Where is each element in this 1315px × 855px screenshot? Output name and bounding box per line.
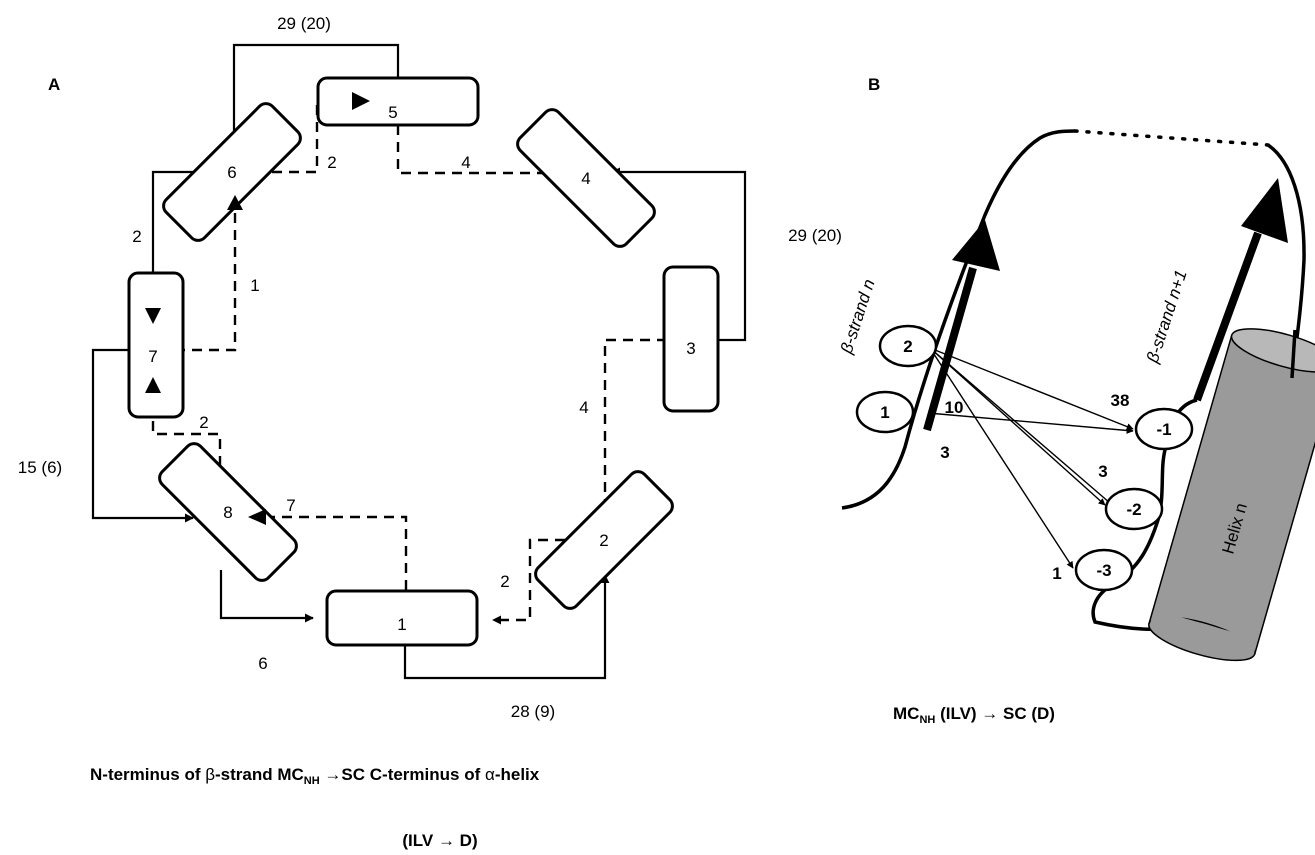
solid-connections	[91, 43, 747, 680]
count-38: 38	[1111, 391, 1130, 410]
interaction-lines	[927, 347, 1134, 569]
strand-n1-shaft	[1193, 231, 1262, 402]
helix-cylinder	[1148, 328, 1315, 662]
panel-a: A	[18, 14, 842, 850]
element-8-label: 8	[223, 503, 232, 522]
svg-text:1: 1	[880, 403, 889, 422]
strand-n-label: β-strand n	[837, 277, 879, 357]
count-7-to-6: 1	[250, 276, 259, 295]
element-2-label: 2	[599, 531, 608, 550]
element-5-label: 5	[388, 103, 397, 122]
connector-8-to-1	[219, 570, 314, 623]
count-6-to-7: 2	[132, 227, 141, 246]
element-3-label: 3	[686, 339, 695, 358]
strand-n1-arrowhead	[1241, 178, 1288, 243]
dashed-1-to-8	[247, 512, 408, 590]
element-7-label: 7	[148, 347, 157, 366]
node-minus1: -1	[1134, 407, 1194, 451]
count-1-to-8: 7	[286, 496, 295, 515]
element-4-label: 4	[581, 169, 590, 188]
svg-text:-2: -2	[1126, 500, 1141, 519]
count-right: 29 (20)	[788, 226, 842, 245]
panel-b-caption: MCNH (ILV) → SC (D)	[893, 704, 1055, 726]
connector-7-to-8	[91, 348, 194, 523]
element-6: 6	[162, 102, 302, 242]
dashed-7-to-6	[175, 199, 240, 352]
count-6-to-5: 2	[327, 153, 336, 172]
element-3: 3	[662, 265, 720, 413]
count-3-a: 3	[940, 443, 949, 462]
count-bottom: 28 (9)	[511, 702, 555, 721]
arrowhead-into-6	[227, 195, 243, 210]
count-3-to-2: 4	[579, 398, 588, 417]
helix-top	[1230, 328, 1315, 373]
link-2-to-minus1	[929, 347, 1134, 430]
svg-text:-3: -3	[1096, 561, 1111, 580]
count-labels: 29 (20) 29 (20) 28 (9) 15 (6) 6 4 2 2 1 …	[18, 14, 842, 721]
element-1-label: 1	[397, 615, 406, 634]
count-5-to-4: 4	[461, 153, 470, 172]
count-1: 1	[1052, 564, 1061, 583]
element-2: 2	[534, 470, 674, 610]
panel-b: B Helix n	[837, 75, 1315, 726]
arrowhead-into-7-top	[145, 308, 161, 324]
panel-a-label: A	[48, 75, 60, 94]
arrowhead-into-5	[352, 92, 370, 110]
element-4: 4	[516, 108, 656, 248]
connector-1-to-2	[403, 574, 610, 680]
count-1-to-2: 2	[500, 572, 509, 591]
residue-nodes: 2 1 -1 -2 -3	[855, 324, 1194, 592]
element-5: 5	[316, 76, 480, 127]
node-2: 2	[878, 324, 938, 368]
dashed-3-to-2	[600, 338, 667, 513]
strand-n1-label: β-strand n+1	[1143, 268, 1191, 366]
inner-arrowheads	[145, 92, 370, 525]
count-3-b: 3	[1098, 462, 1107, 481]
count-10: 10	[945, 398, 964, 417]
arrowhead-into-7-bottom	[145, 377, 161, 393]
node-1: 1	[855, 390, 915, 434]
svg-text:-1: -1	[1156, 420, 1171, 439]
link-numbers: 10 3 38 3 1	[940, 391, 1129, 583]
node-minus3: -3	[1074, 548, 1134, 592]
link-2-to-minus3	[929, 347, 1074, 569]
element-boxes: 1 2 3 4 5 6 7	[127, 76, 720, 647]
connector-5-to-6	[229, 43, 400, 146]
count-top: 29 (20)	[277, 14, 331, 33]
panel-a-caption-line2: (ILV → D)	[402, 831, 477, 850]
count-8-to-1: 6	[258, 654, 267, 673]
count-left: 15 (6)	[18, 458, 62, 477]
element-7: 7	[127, 271, 185, 419]
helix-body	[1148, 334, 1315, 655]
panel-b-label: B	[868, 75, 880, 94]
dashed-2-to-1	[492, 538, 582, 625]
link-1-to-minus1	[927, 412, 1134, 434]
strand-n-arrowhead	[952, 220, 1000, 271]
node-minus2: -2	[1104, 487, 1164, 531]
backbone-disordered-loop	[1073, 129, 1270, 147]
arrowhead-into-8	[248, 509, 266, 525]
svg-text:2: 2	[903, 337, 912, 356]
connector-3-to-4	[611, 167, 747, 342]
element-1: 1	[325, 589, 479, 647]
count-8-to-7: 2	[199, 413, 208, 432]
element-6-label: 6	[227, 163, 236, 182]
strand-n-shaft	[923, 266, 977, 432]
panel-a-caption-line1: N-terminus of β-strand MCNH →SC C-termin…	[90, 765, 540, 787]
element-8: 8	[158, 442, 298, 582]
link-2-to-minus2	[929, 347, 1106, 506]
